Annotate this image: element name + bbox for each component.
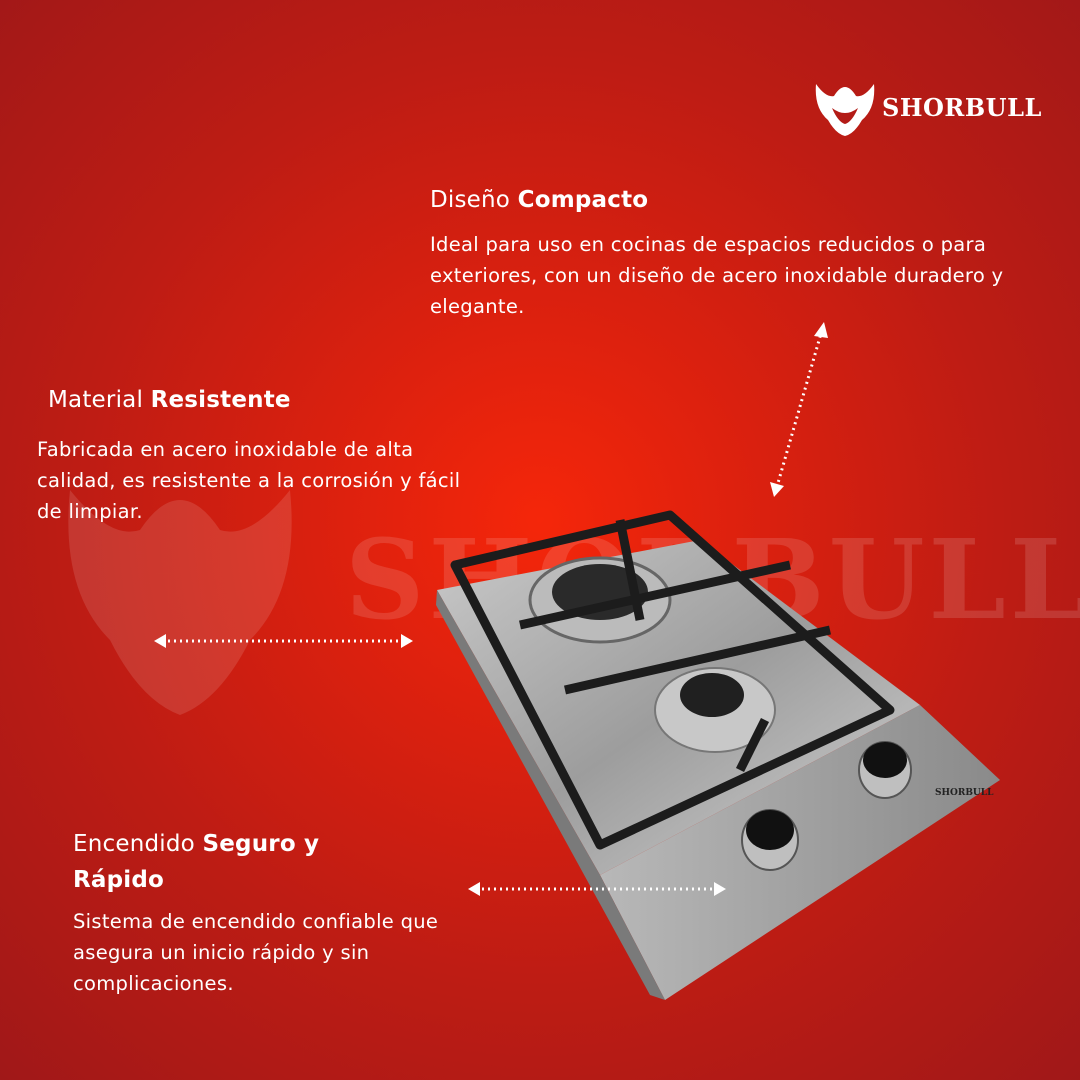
title-bold: Compacto [517,187,649,213]
brand-name: SHORBULL [882,92,1042,122]
title-light: Material [48,387,144,413]
cast-iron-grate [450,510,895,850]
cooktop: SHORBULL [436,510,1000,1000]
cooktop-brand-label: SHORBULL [935,788,994,798]
arrow-heads [154,322,828,896]
feature-body-encendido: Sistema de encendido confiable que asegu… [73,910,439,995]
feature-title-compacto: Diseño Compacto [430,187,648,213]
feature-body-compacto: Ideal para uso en cocinas de espacios re… [430,233,1004,318]
arrow-compacto [774,329,824,491]
feature-title-resistente: Material Resistente [48,387,291,413]
title-light: Encendido [73,831,195,857]
bull-head-icon [815,84,875,136]
feature-title-encendido: Encendido Seguro y Rápido [73,826,373,898]
control-knob [858,741,912,799]
dotted-arrows [162,329,824,891]
control-knob [741,809,799,871]
watermark-bull-icon [50,470,320,724]
feature-body-resistente: Fabricada en acero inoxidable de alta ca… [37,438,461,523]
title-bold: Resistente [150,387,291,413]
title-light: Diseño [430,187,511,213]
title-bold: Seguro y Rápido [73,831,320,893]
brand-logo: SHORBULL [812,78,1042,136]
